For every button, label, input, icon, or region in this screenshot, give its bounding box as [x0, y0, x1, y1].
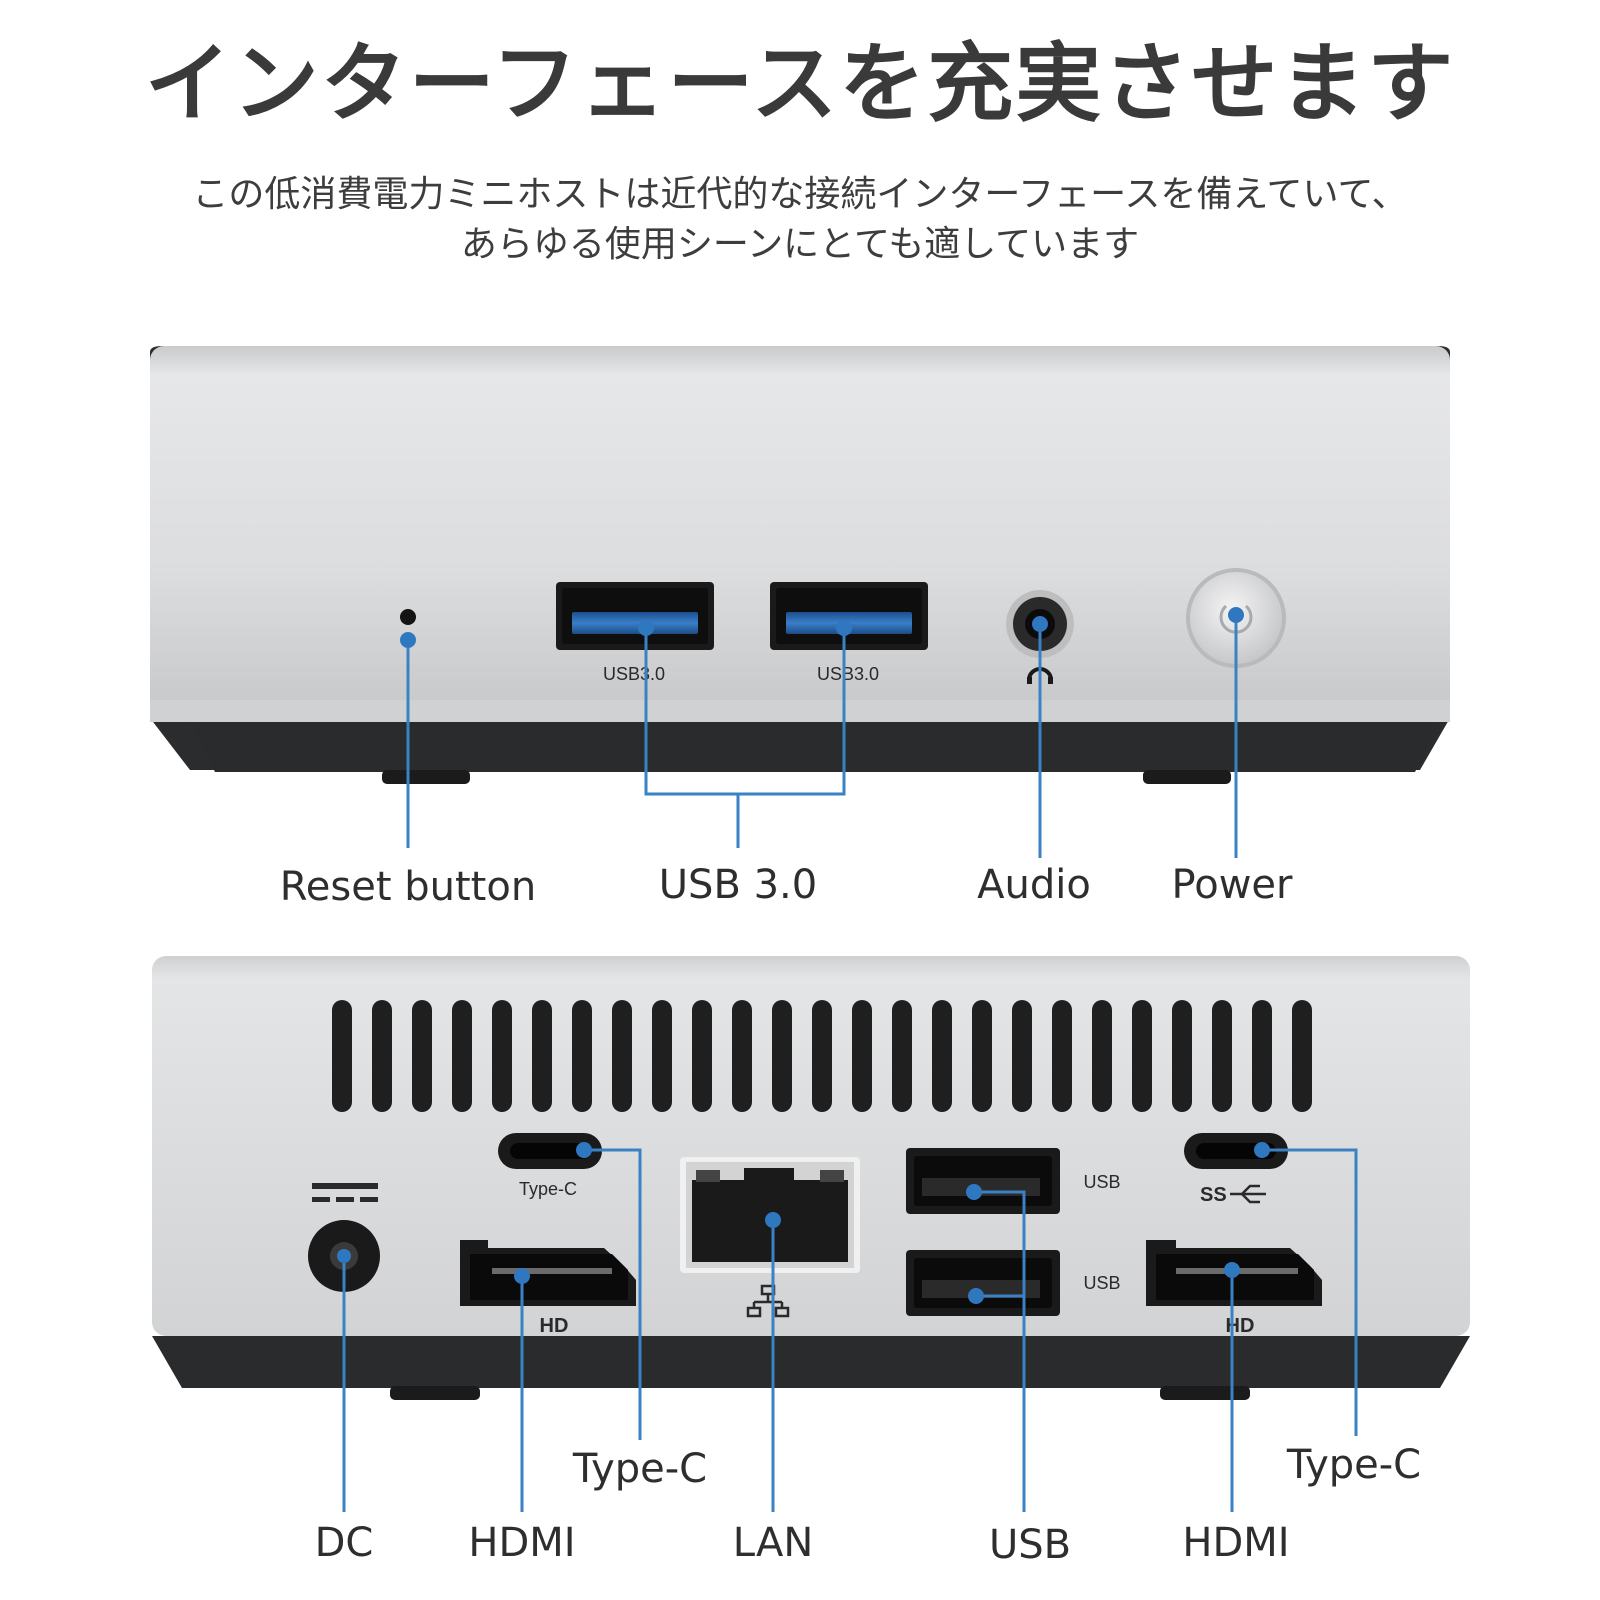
- svg-text:USB3.0: USB3.0: [817, 664, 879, 684]
- callout-line-usb30: [644, 628, 846, 796]
- rear-foot-right: [1160, 1386, 1250, 1400]
- dc-symbol-icon: [312, 1183, 378, 1189]
- label-usb30: USB 3.0: [659, 862, 817, 908]
- label-hdmi-right: HDMI: [1182, 1520, 1289, 1566]
- front-foot-left: [382, 770, 470, 784]
- label-reset-button: Reset button: [280, 864, 536, 910]
- svg-text:USB3.0: USB3.0: [603, 664, 665, 684]
- label-lan: LAN: [733, 1520, 814, 1566]
- svg-text:USB: USB: [1083, 1273, 1120, 1293]
- front-foot-right: [1143, 770, 1231, 784]
- label-power: Power: [1172, 862, 1293, 908]
- svg-text:HD: HD: [540, 1315, 569, 1337]
- vent-grille: [332, 1000, 1312, 1112]
- rear-callout-lines: [342, 1148, 1358, 1512]
- front-usb-port-left: USB3.0: [556, 582, 714, 684]
- subtitle-line-2: あらゆる使用シーンにとても適しています: [460, 224, 1140, 265]
- label-type-c-left: Type-C: [572, 1446, 707, 1492]
- reset-hole-icon: [400, 609, 416, 625]
- front-base: [190, 722, 1440, 772]
- page-title: インターフェースを充実させます: [144, 34, 1456, 134]
- front-usb-port-right: USB3.0: [770, 582, 928, 684]
- rear-unit: Type-C HD: [152, 956, 1470, 1568]
- label-audio: Audio: [977, 862, 1091, 908]
- rear-hdmi-port-left: HD: [460, 1240, 636, 1337]
- label-hdmi-left: HDMI: [468, 1520, 575, 1566]
- rear-type-c-port-left: Type-C: [498, 1133, 602, 1199]
- rear-foot-left: [390, 1386, 480, 1400]
- svg-text:Type-C: Type-C: [519, 1179, 577, 1199]
- svg-text:USB: USB: [1083, 1172, 1120, 1192]
- svg-text:HD: HD: [1226, 1315, 1255, 1337]
- callout-line-usb-rear: [974, 1190, 1026, 1512]
- subtitle-line-1: この低消費電力ミニホストは近代的な接続インターフェースを備えていて、: [192, 174, 1408, 215]
- label-type-c-right: Type-C: [1286, 1442, 1421, 1488]
- superspeed-usb-icon: SS: [1200, 1184, 1266, 1206]
- front-case-edge: [150, 700, 1450, 722]
- rear-base: [152, 1336, 1470, 1388]
- callout-line-type-c-right: [1262, 1148, 1358, 1436]
- front-callout-dots: [400, 607, 1244, 648]
- label-dc: DC: [315, 1520, 374, 1566]
- front-unit: USB3.0 USB3.0: [150, 346, 1450, 910]
- rear-callout-dots: [337, 1142, 1270, 1304]
- label-usb-rear: USB: [989, 1522, 1071, 1568]
- front-callout-lines: [406, 615, 1238, 858]
- svg-text:SS: SS: [1200, 1184, 1227, 1206]
- callout-line-type-c-left: [584, 1148, 642, 1440]
- rear-usb-port-bottom: USB: [906, 1250, 1121, 1316]
- front-case: [150, 346, 1450, 720]
